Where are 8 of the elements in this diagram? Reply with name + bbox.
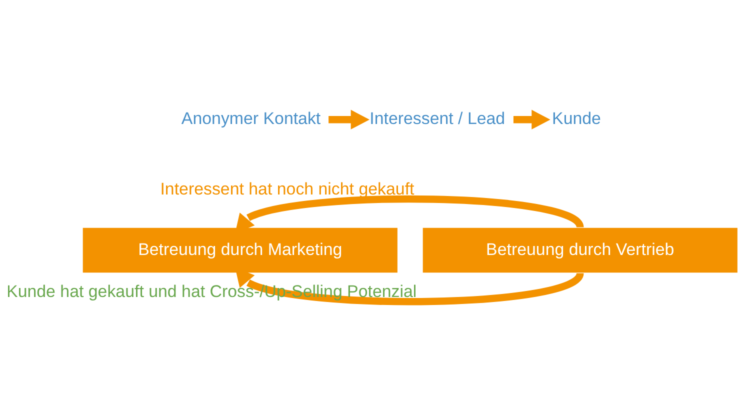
node-text: Kunde	[552, 109, 601, 128]
edge-label: Interessent hat noch nicht gekauft	[160, 179, 414, 198]
arrow	[328, 110, 370, 130]
node-text: Anonymer Kontakt	[181, 109, 321, 128]
node-box: Betreuung durch Vertrieb	[422, 228, 738, 273]
arrow	[513, 110, 550, 130]
node-box: Betreuung durch Marketing	[82, 228, 398, 273]
node-text: Interessent / Lead	[370, 109, 506, 128]
